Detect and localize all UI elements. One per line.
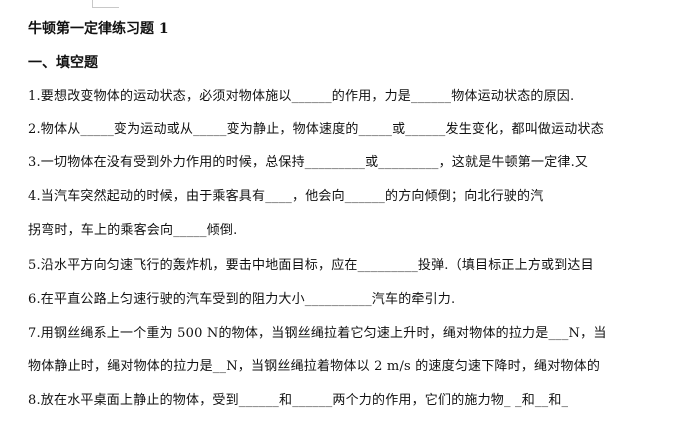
question-3-line: 3.一切物体在没有受到外力作用的时候，总保持_________或________…	[28, 155, 589, 170]
page-corner-mark	[92, 0, 119, 8]
question-1-line: 1.要想改变物体的运动状态，必须对物体施以______的作用，力是______物…	[28, 89, 575, 104]
section-title: 一、填空题	[28, 55, 98, 71]
question-5-line: 5.沿水平方向匀速飞行的轰炸机，要击中地面目标，应在_________投弹.（填…	[28, 258, 594, 273]
question-2-line: 2.物体从_____变为运动或从_____变为静止，物体速度的_____或___…	[28, 122, 604, 137]
question-6-line: 6.在平直公路上匀速行驶的汽车受到的阻力大小__________汽车的牵引力.	[28, 292, 456, 307]
question-4-line: 4.当汽车突然起动的时候，由于乘客具有____，他会向______的方向倾倒；向…	[28, 189, 544, 204]
question-7-line-2: 物体静止时，绳对物体的拉力是__N，当钢丝绳拉着物体以 2 m/s 的速度匀速下…	[28, 359, 601, 374]
question-4-line-2: 拐弯时，车上的乘客会向_____倾倒.	[28, 223, 238, 238]
question-7-line: 7.用钢丝绳系上一个重为 500 N的物体，当钢丝绳拉着它匀速上升时，绳对物体的…	[28, 326, 607, 341]
document-title: 牛顿第一定律练习题 1	[28, 21, 169, 37]
question-8-line: 8.放在水平桌面上静止的物体，受到______和______两个力的作用，它们的…	[28, 393, 569, 408]
